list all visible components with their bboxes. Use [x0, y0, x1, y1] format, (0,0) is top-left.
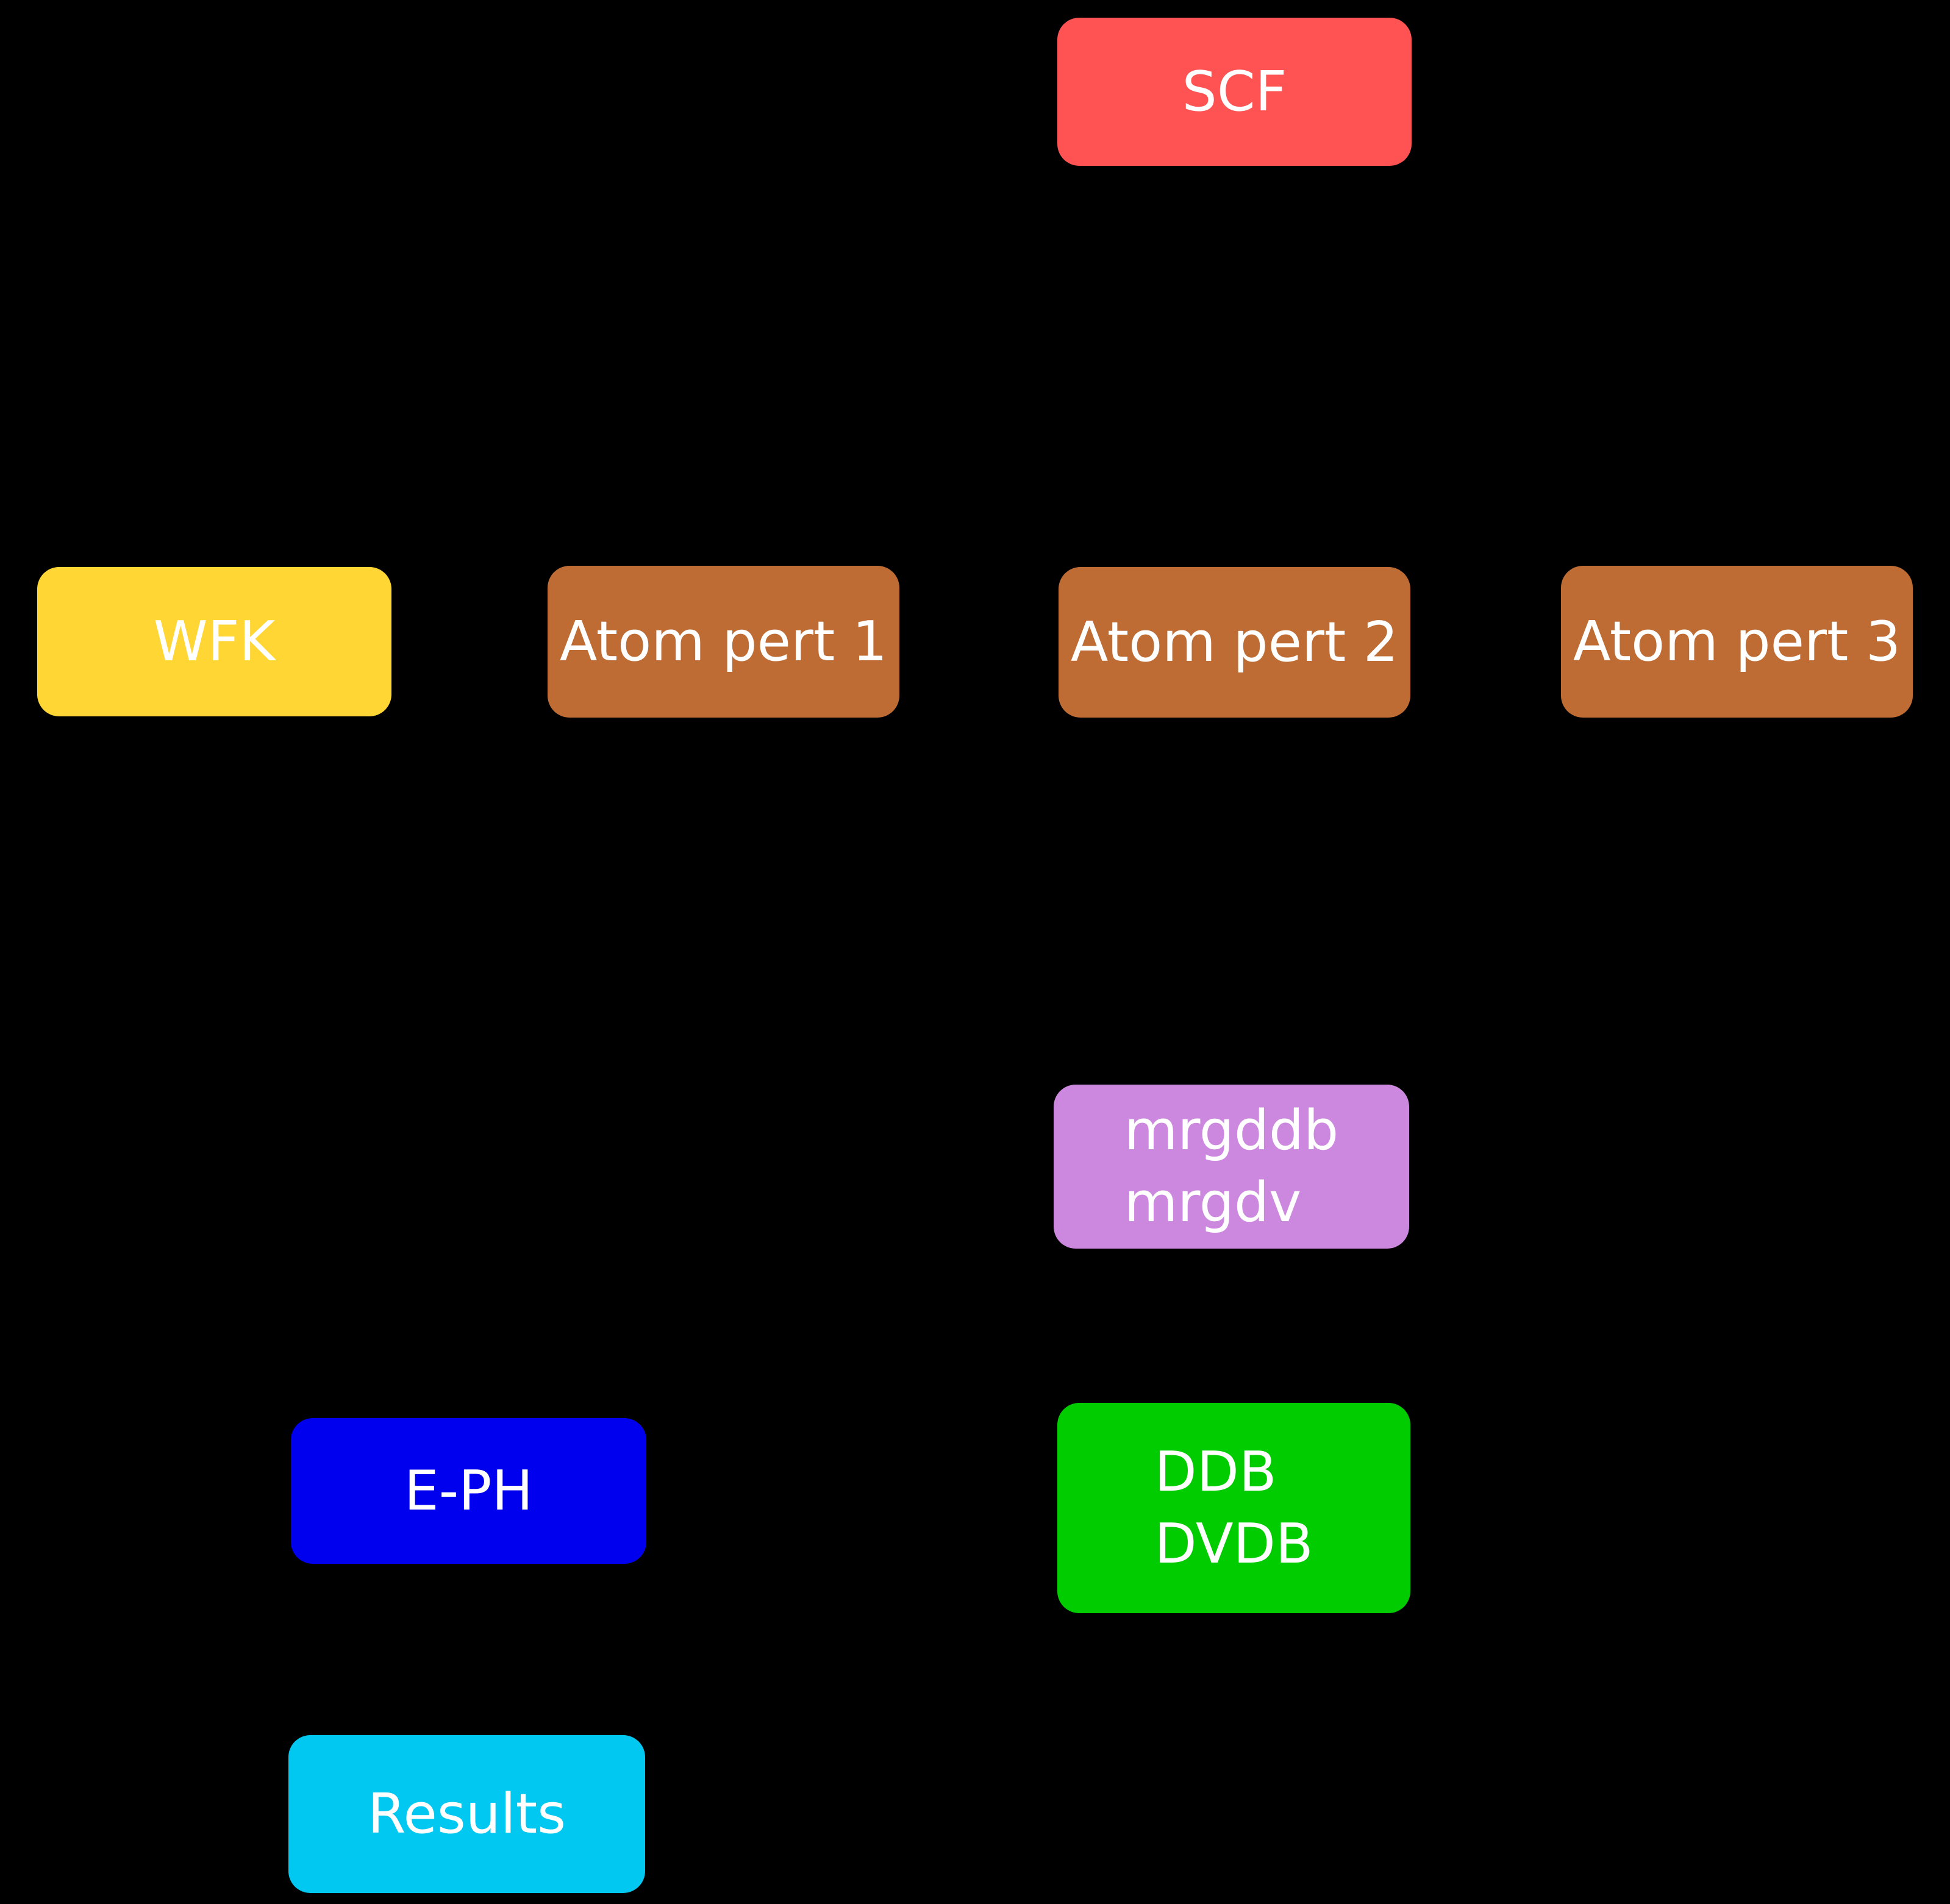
node-ddb-dvdb: DDB DVDB [1057, 1403, 1410, 1613]
node-atom-pert-3: Atom pert 3 [1561, 566, 1913, 718]
node-ddb-label: DDB [1154, 1439, 1277, 1504]
node-atom-pert-3-label: Atom pert 3 [1573, 609, 1901, 674]
node-results-label: Results [368, 1781, 566, 1846]
node-mrgddb-mrgdv: mrgddb mrgdv [1054, 1085, 1409, 1249]
node-scf-label: SCF [1182, 59, 1287, 124]
node-scf: SCF [1057, 18, 1412, 166]
node-mrgddb-label: mrgddb [1124, 1098, 1339, 1163]
node-dvdb-label: DVDB [1154, 1511, 1313, 1576]
node-mrgddb-mrgdv-lines: mrgddb mrgdv [1124, 1098, 1339, 1235]
node-wfk-label: WFK [153, 609, 276, 674]
node-mrgdv-label: mrgdv [1124, 1170, 1302, 1235]
node-ddb-dvdb-lines: DDB DVDB [1154, 1439, 1313, 1576]
node-atom-pert-2: Atom pert 2 [1059, 567, 1410, 718]
node-wfk: WFK [37, 567, 391, 716]
node-atom-pert-1: Atom pert 1 [548, 566, 899, 718]
node-eph: E-PH [291, 1418, 646, 1564]
node-results: Results [288, 1735, 645, 1893]
node-atom-pert-2-label: Atom pert 2 [1070, 610, 1399, 674]
node-atom-pert-1-label: Atom pert 1 [559, 609, 888, 674]
node-eph-label: E-PH [404, 1458, 534, 1523]
